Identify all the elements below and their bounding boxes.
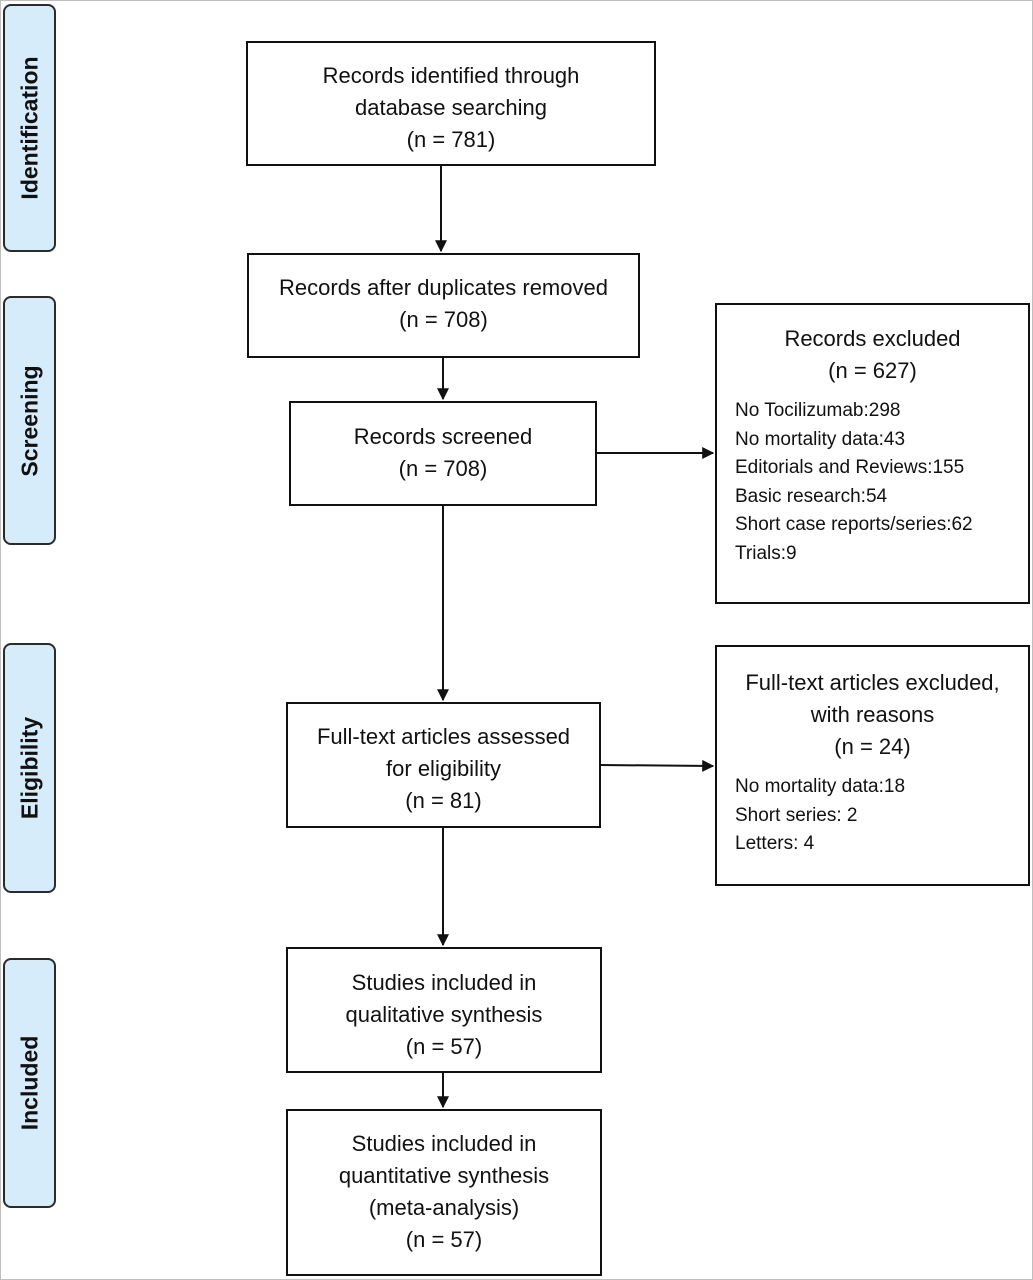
stage-included: Included bbox=[3, 958, 56, 1208]
box-records-deduplicated-line1: Records after duplicates removed bbox=[279, 275, 608, 300]
box-records-deduplicated-count: (n = 708) bbox=[399, 307, 488, 332]
records-excluded-reason: Trials:9 bbox=[735, 542, 797, 564]
box-fulltext-assessed-line1: Full-text articles assessed bbox=[316, 724, 571, 749]
records-excluded-reason: Short case reports/series:62 bbox=[735, 514, 973, 535]
records-excluded-count: (n = 627) bbox=[828, 358, 917, 383]
records-excluded-title: Records excluded bbox=[784, 326, 961, 351]
fulltext-excluded-reason: Short series: 2 bbox=[735, 804, 858, 826]
records-excluded-reason: No Tocilizumab:298 bbox=[735, 400, 901, 421]
box-records-deduplicated: Records after duplicates removed (n = 70… bbox=[247, 253, 640, 358]
box-records-identified-line2: database searching bbox=[354, 95, 548, 120]
box-quantitative-line1: Studies included in bbox=[351, 1131, 537, 1156]
box-fulltext-assessed-count: (n = 81) bbox=[405, 788, 482, 813]
box-records-identified: Records identified through database sear… bbox=[246, 41, 656, 166]
fulltext-excluded-count: (n = 24) bbox=[834, 734, 911, 759]
box-quantitative-synthesis: Studies included in quantitative synthes… bbox=[286, 1109, 602, 1276]
fulltext-excluded-reason: No mortality data:18 bbox=[735, 776, 906, 797]
stage-eligibility: Eligibility bbox=[3, 643, 56, 893]
records-excluded-reason: Editorials and Reviews:155 bbox=[735, 457, 965, 478]
records-excluded-reasons: No Tocilizumab:298 No mortality data:43 … bbox=[717, 397, 1028, 568]
fulltext-excluded-reason: Letters: 4 bbox=[735, 833, 815, 854]
box-records-screened-line1: Records screened bbox=[353, 424, 533, 449]
box-quantitative-count: (n = 57) bbox=[405, 1227, 483, 1252]
box-records-excluded: Records excluded (n = 627) No Tocilizuma… bbox=[715, 303, 1030, 604]
records-excluded-reason: No mortality data:43 bbox=[735, 428, 906, 450]
box-qualitative-line1: Studies included in bbox=[351, 970, 537, 995]
box-qualitative-count: (n = 57) bbox=[405, 1034, 483, 1059]
box-records-identified-line1: Records identified through bbox=[322, 63, 580, 88]
records-excluded-reason: Basic research:54 bbox=[735, 485, 888, 507]
box-fulltext-excluded: Full-text articles excluded, with reason… bbox=[715, 645, 1030, 886]
box-fulltext-assessed-line2: for eligibility bbox=[386, 756, 501, 781]
box-records-screened-count: (n = 708) bbox=[398, 456, 488, 481]
arrow-fulltext-to-excluded bbox=[599, 759, 715, 772]
fulltext-excluded-title2: with reasons bbox=[810, 702, 935, 727]
box-fulltext-assessed: Full-text articles assessed for eligibil… bbox=[286, 702, 601, 828]
stage-identification: Identification bbox=[3, 4, 56, 252]
box-qualitative-synthesis: Studies included in qualitative synthesi… bbox=[286, 947, 602, 1073]
fulltext-excluded-reasons: No mortality data:18 Short series: 2 Let… bbox=[717, 773, 1028, 859]
stage-screening: Screening bbox=[3, 296, 56, 545]
box-records-screened: Records screened (n = 708) bbox=[289, 401, 597, 506]
box-quantitative-line3: (meta-analysis) bbox=[368, 1195, 520, 1220]
box-qualitative-line2: qualitative synthesis bbox=[345, 1002, 543, 1027]
box-records-identified-count: (n = 781) bbox=[406, 127, 496, 152]
fulltext-excluded-title1: Full-text articles excluded, bbox=[745, 670, 1000, 695]
box-quantitative-line2: quantitative synthesis bbox=[338, 1163, 550, 1188]
